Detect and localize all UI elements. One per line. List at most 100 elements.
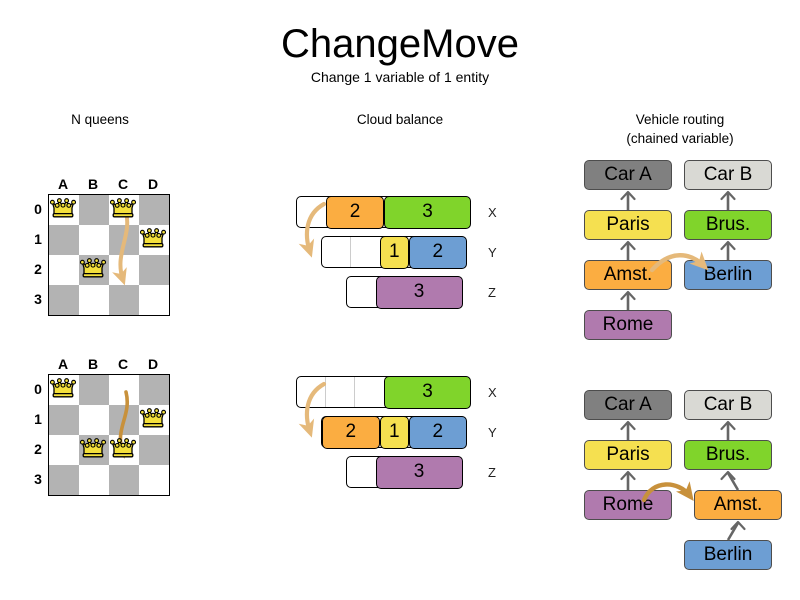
cloud-process-value: 1 <box>389 421 400 442</box>
vr-node-label: Berlin <box>703 544 753 565</box>
chess-rank-label-3: 3 <box>34 291 42 307</box>
page-subtitle: Change 1 variable of 1 entity <box>310 69 490 85</box>
vr-chain-edge <box>620 290 636 310</box>
vr-node-label: Car B <box>703 394 753 415</box>
chess-cell-c3[interactable] <box>109 465 139 495</box>
vr-node-carb[interactable]: Car B <box>684 390 772 420</box>
chess-cell-b3[interactable] <box>79 285 109 315</box>
cloud-process-block[interactable]: 2 <box>326 195 384 229</box>
chess-cell-a1[interactable] <box>49 405 79 435</box>
vr-chain-edge <box>620 420 636 440</box>
cloud-process-value: 3 <box>422 201 433 222</box>
chess-cell-b3[interactable] <box>79 465 109 495</box>
section-heading-vehicle-routing-line1: Vehicle routing <box>635 112 725 127</box>
cloud-computer-bar-x[interactable]: 3 <box>296 375 471 409</box>
chess-cell-c2[interactable] <box>109 435 139 465</box>
chess-rank-label-0: 0 <box>34 201 42 217</box>
vr-node-paris[interactable]: Paris <box>584 210 672 240</box>
cloud-empty-slot <box>347 457 376 487</box>
chess-cell-b2[interactable] <box>79 255 109 285</box>
chess-cell-a3[interactable] <box>49 465 79 495</box>
vr-node-label: Paris <box>606 214 650 235</box>
chess-cell-c1[interactable] <box>109 225 139 255</box>
cloud-empty-slot <box>347 277 376 307</box>
chess-cell-b1[interactable] <box>79 405 109 435</box>
chess-file-label-c: C <box>117 356 129 372</box>
chess-cell-d1[interactable] <box>139 405 169 435</box>
vr-node-paris[interactable]: Paris <box>584 440 672 470</box>
chess-cell-d1[interactable] <box>139 225 169 255</box>
chess-cell-a0[interactable] <box>49 195 79 225</box>
cloud-process-block[interactable]: 3 <box>384 375 471 409</box>
vr-node-cara[interactable]: Car A <box>584 390 672 420</box>
cloud-process-value: 3 <box>413 461 425 482</box>
cloud-process-block[interactable]: 3 <box>375 455 463 489</box>
vr-node-amst[interactable]: Amst. <box>584 260 672 290</box>
vr-node-berlin[interactable]: Berlin <box>684 540 772 570</box>
chess-cell-c0[interactable] <box>109 195 139 225</box>
chess-cell-b1[interactable] <box>79 225 109 255</box>
chess-file-label-a: A <box>57 356 69 372</box>
chess-grid[interactable] <box>48 374 170 496</box>
chess-cell-d3[interactable] <box>139 465 169 495</box>
chess-rank-label-0: 0 <box>34 381 42 397</box>
chess-cell-d2[interactable] <box>139 255 169 285</box>
vr-node-cara[interactable]: Car A <box>584 160 672 190</box>
vr-chain-edge <box>720 470 740 491</box>
vr-node-brus[interactable]: Brus. <box>684 210 772 240</box>
cloud-empty-slot <box>297 197 326 227</box>
cloud-computer-label-x: X <box>488 385 497 400</box>
vr-node-rome[interactable]: Rome <box>584 310 672 340</box>
cloud-empty-slot <box>351 237 380 267</box>
cloud-process-block[interactable]: 3 <box>384 195 471 229</box>
cloud-computer-bar-z[interactable]: 3 <box>345 275 463 309</box>
chess-cell-b0[interactable] <box>79 375 109 405</box>
vr-node-label: Amst. <box>603 264 653 285</box>
chess-cell-c1[interactable] <box>109 405 139 435</box>
chess-cell-b0[interactable] <box>79 195 109 225</box>
chess-cell-a2[interactable] <box>49 255 79 285</box>
chess-cell-a1[interactable] <box>49 225 79 255</box>
cloud-process-block[interactable]: 1 <box>379 415 409 449</box>
vr-chain-edge <box>720 190 736 210</box>
chess-cell-d0[interactable] <box>139 195 169 225</box>
chess-cell-d3[interactable] <box>139 285 169 315</box>
cloud-process-value: 2 <box>432 241 444 262</box>
cloud-process-block[interactable]: 2 <box>408 415 467 449</box>
chess-cell-c2[interactable] <box>109 255 139 285</box>
chess-cell-c0[interactable] <box>109 375 139 405</box>
vr-chain-edge <box>620 470 636 490</box>
chess-cell-a2[interactable] <box>49 435 79 465</box>
section-heading-n-queens: N queens <box>71 112 129 127</box>
vr-node-carb[interactable]: Car B <box>684 160 772 190</box>
chess-rank-label-3: 3 <box>34 471 42 487</box>
cloud-computer-label-y: Y <box>488 245 497 260</box>
chess-cell-d0[interactable] <box>139 375 169 405</box>
chess-cell-c3[interactable] <box>109 285 139 315</box>
cloud-empty-slot <box>297 377 326 407</box>
chess-rank-label-1: 1 <box>34 231 42 247</box>
cloud-process-value: 2 <box>349 201 361 222</box>
page-title: ChangeMove <box>281 22 519 66</box>
vr-node-brus[interactable]: Brus. <box>684 440 772 470</box>
cloud-computer-bar-z[interactable]: 3 <box>345 455 463 489</box>
chess-cell-a0[interactable] <box>49 375 79 405</box>
cloud-process-block[interactable]: 2 <box>408 235 467 269</box>
chess-cell-d2[interactable] <box>139 435 169 465</box>
section-heading-vehicle-routing-line2: (chained variable) <box>626 131 734 146</box>
cloud-process-block[interactable]: 1 <box>379 235 409 269</box>
chess-cell-a3[interactable] <box>49 285 79 315</box>
chess-cell-b2[interactable] <box>79 435 109 465</box>
vr-node-amst[interactable]: Amst. <box>694 490 782 520</box>
cloud-process-block[interactable]: 3 <box>375 275 463 309</box>
cloud-process-block[interactable]: 2 <box>321 415 380 449</box>
section-heading-cloud-balance: Cloud balance <box>356 112 444 127</box>
chess-grid[interactable] <box>48 194 170 316</box>
